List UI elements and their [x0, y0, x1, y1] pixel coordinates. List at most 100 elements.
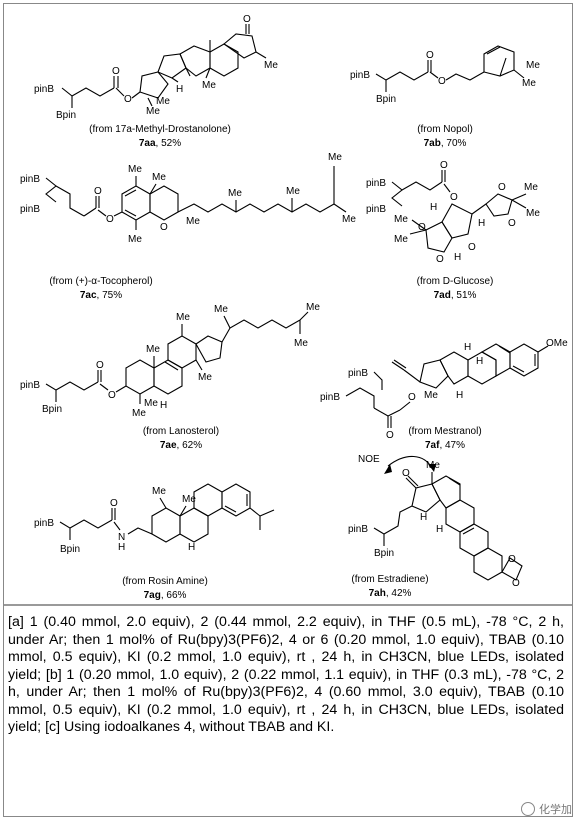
atom-label: Me [264, 60, 278, 71]
divider [4, 604, 572, 606]
atom-label: Me [176, 312, 190, 323]
atom-label: Bpin [376, 94, 396, 105]
atom-label: N [118, 532, 125, 543]
structure-7ac: pinB pinB O O O Me Me Me Me Me Me Me Me [20, 152, 356, 245]
atom-label: H [454, 252, 461, 263]
atom-label: Me [524, 182, 538, 193]
atom-label: Me [394, 234, 408, 245]
atom-label: pinB [348, 524, 368, 535]
structure-7af: pinB pinB O O Me OMe H H H [320, 338, 568, 441]
atom-label: H [420, 512, 427, 523]
compound-7af: pinB pinB O O Me OMe H H H (from Mestran… [320, 306, 570, 456]
atom-label: Me [152, 172, 166, 183]
atom-label: O [112, 66, 120, 77]
atom-label: Me [214, 304, 228, 315]
footnote-c-text: Using iodoalkanes 4, without TBAB and KI… [64, 719, 335, 735]
atom-label: O [408, 392, 416, 403]
atom-label: H [476, 356, 483, 367]
noe-label: NOE [358, 454, 380, 465]
compound-yield: 7aa, 52% [138, 138, 182, 149]
atom-label: O [508, 218, 516, 229]
atom-label: O [438, 76, 446, 87]
atom-label: Bpin [374, 548, 394, 559]
atom-label: O [386, 430, 394, 441]
atom-label: Me [342, 214, 356, 225]
atom-label: O [402, 468, 410, 479]
atom-label: Me [286, 186, 300, 197]
footnote-b-tag: [b] [45, 666, 62, 683]
atom-label: Me [294, 338, 308, 349]
atom-label: O [512, 578, 520, 589]
atom-label: pinB [20, 380, 40, 391]
atom-label: Me [146, 106, 160, 117]
atom-label: O [450, 192, 458, 203]
structure-7ag: pinB Bpin O N H Me Me H [34, 483, 275, 555]
atom-label: pinB [350, 70, 370, 81]
atom-label: Me [152, 486, 166, 497]
compound-7ae: pinB Bpin O O Me Me Me Me Me H Me Me Me … [16, 300, 346, 451]
atom-label: O [124, 94, 132, 105]
atom-label: pinB [34, 518, 54, 529]
compound-7aa: pinB Bpin O O O Me Me Me Me H (from 17a-… [30, 6, 290, 156]
atom-label: Me [146, 344, 160, 355]
compound-yield: 7ac, 75% [79, 290, 123, 301]
atom-label: Bpin [60, 544, 80, 555]
source-label: (from Estradiene) [351, 574, 429, 585]
compound-7ab: pinB Bpin O O Me Me (from Nopol) 7ab, 70… [320, 6, 570, 156]
figure-frame [3, 3, 573, 817]
source-label: (from Lanosterol) [142, 426, 220, 437]
atom-label: Me [526, 60, 540, 71]
atom-label: O [106, 214, 114, 225]
atom-label: H [456, 390, 463, 401]
structure-7ah: NOE pinB Bpin O Me O O H H [348, 454, 523, 589]
footnote-c-tag: [c] [45, 719, 61, 735]
atom-label: Me [156, 96, 170, 107]
atom-label: pinB [348, 368, 368, 379]
compound-yield: 7ag, 66% [143, 590, 187, 601]
compound-yield: 7ad, 51% [433, 290, 477, 301]
atom-label: Bpin [42, 404, 62, 415]
source-label: (from D-Glucose) [416, 276, 494, 287]
atom-label: H [478, 218, 485, 229]
atom-label: O [468, 242, 476, 253]
atom-label: Me [306, 302, 320, 313]
compound-yield: 7ah, 42% [368, 588, 412, 599]
atom-label: O [508, 554, 516, 565]
atom-label: Bpin [56, 110, 76, 121]
source-label: (from 17a-Methyl-Drostanolone) [89, 124, 231, 135]
watermark-text: 化学加 [539, 804, 572, 816]
compound-7ad: pinB pinB O O H O O O Me Me H O O Me Me … [340, 150, 570, 310]
atom-label: H [188, 542, 195, 553]
structure-7ab: pinB Bpin O O Me Me [350, 45, 540, 105]
atom-label: H [464, 342, 471, 353]
atom-label: H [176, 84, 183, 95]
atom-label: O [498, 182, 506, 193]
atom-label: Me [424, 390, 438, 401]
source-label: (from (+)-α-Tocopherol) [49, 276, 153, 287]
atom-label: O [96, 360, 104, 371]
compound-yield: 7ab, 70% [423, 138, 467, 149]
compound-yield: 7af, 47% [424, 440, 466, 451]
atom-label: Me [526, 208, 540, 219]
atom-label: Me [128, 234, 142, 245]
source-label: (from Nopol) [417, 124, 473, 135]
atom-label: O [94, 186, 102, 197]
atom-label: Me [144, 398, 158, 409]
wechat-icon [521, 802, 535, 816]
atom-label: Me [394, 214, 408, 225]
compound-7ag: pinB Bpin O N H Me Me H (from Rosin Amin… [30, 454, 300, 606]
atom-label: pinB [34, 84, 54, 95]
atom-label: pinB [320, 392, 340, 403]
compound-7ah: NOE pinB Bpin O Me O O H H (from Estradi… [320, 452, 570, 604]
atom-label: O [243, 14, 251, 25]
footnote: [a] 1 (0.40 mmol, 2.0 equiv), 2 (0.44 mm… [8, 614, 564, 737]
atom-label: OMe [546, 338, 568, 349]
atom-label: H [160, 400, 167, 411]
structure-7aa: pinB Bpin O O O Me Me Me Me H [34, 14, 278, 121]
atom-label: Me [128, 164, 142, 175]
atom-label: H [118, 542, 125, 553]
structure-7ad: pinB pinB O O H O O O Me Me H O O Me Me … [366, 160, 540, 265]
atom-label: pinB [366, 178, 386, 189]
atom-label: O [426, 50, 434, 61]
atom-label: pinB [20, 174, 40, 185]
